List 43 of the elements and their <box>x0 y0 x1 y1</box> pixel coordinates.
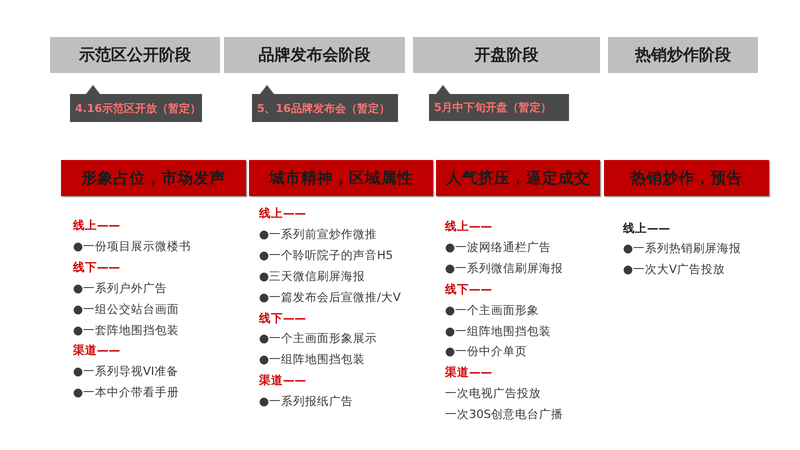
list-item: ●一篇发布会后宣微推/大V <box>259 289 401 305</box>
list-item: ●一组公交站台画面 <box>73 301 180 317</box>
list-heading: 渠道—— <box>73 342 120 358</box>
list-heading: 线下—— <box>259 310 306 326</box>
list-item: 一次电视广告投放 <box>445 385 541 401</box>
list-item: ●一次大V广告投放 <box>623 261 725 277</box>
list-item: ●一个聆听院子的声音H5 <box>259 247 393 263</box>
stage-box: 示范区公开阶段 <box>50 37 220 73</box>
list-heading: 线下—— <box>73 259 120 275</box>
list-heading: 渠道—— <box>259 372 306 388</box>
list-item: ●一组阵地围挡包装 <box>259 351 366 367</box>
list-item: ●一系列前宣炒作微推 <box>259 226 378 242</box>
header-bar: 热销炒作，预告 <box>604 160 769 196</box>
list-heading: 线上—— <box>623 220 670 236</box>
list-item: ●一份中介单页 <box>445 343 528 359</box>
list-heading: 线上—— <box>445 218 492 234</box>
list-item: ●一个主画面形象 <box>445 302 540 318</box>
stage-box: 热销炒作阶段 <box>608 37 758 73</box>
list-item: ●一本中介带看手册 <box>73 384 180 400</box>
callout-box: 5、16品牌发布会（暂定） <box>252 85 398 122</box>
list-heading: 线下—— <box>445 281 492 297</box>
list-item: ●一系列报纸广告 <box>259 393 354 409</box>
list-heading: 线上—— <box>259 205 306 221</box>
stage-box: 品牌发布会阶段 <box>224 37 405 73</box>
list-item: ●一套阵地围挡包装 <box>73 322 180 338</box>
list-item: ●一系列热销刷屏海报 <box>623 240 742 256</box>
list-item: ●一波网络通栏广告 <box>445 239 552 255</box>
callout-box: 5月中下旬开盘（暂定） <box>429 85 569 121</box>
header-bar: 城市精神，区域属性 <box>249 160 433 196</box>
list-heading: 线上—— <box>73 217 120 233</box>
list-item: ●三天微信刷屏海报 <box>259 268 366 284</box>
list-item: ●一个主画面形象展示 <box>259 330 378 346</box>
stage-box: 开盘阶段 <box>413 37 600 73</box>
list-item: ●一组阵地围挡包装 <box>445 323 552 339</box>
header-bar: 形象占位，市场发声 <box>61 160 246 196</box>
list-item: 一次30S创意电台广播 <box>445 406 563 422</box>
header-bar: 人气挤压，逼定成交 <box>436 160 600 196</box>
list-item: ●一份项目展示微楼书 <box>73 238 192 254</box>
list-item: ●一系列导视VI准备 <box>73 363 178 379</box>
callout-box: 4.16示范区开放（暂定） <box>70 85 202 122</box>
list-item: ●一系列户外广告 <box>73 280 168 296</box>
list-item: ●一系列微信刷屏海报 <box>445 260 564 276</box>
list-heading: 渠道—— <box>445 364 492 380</box>
